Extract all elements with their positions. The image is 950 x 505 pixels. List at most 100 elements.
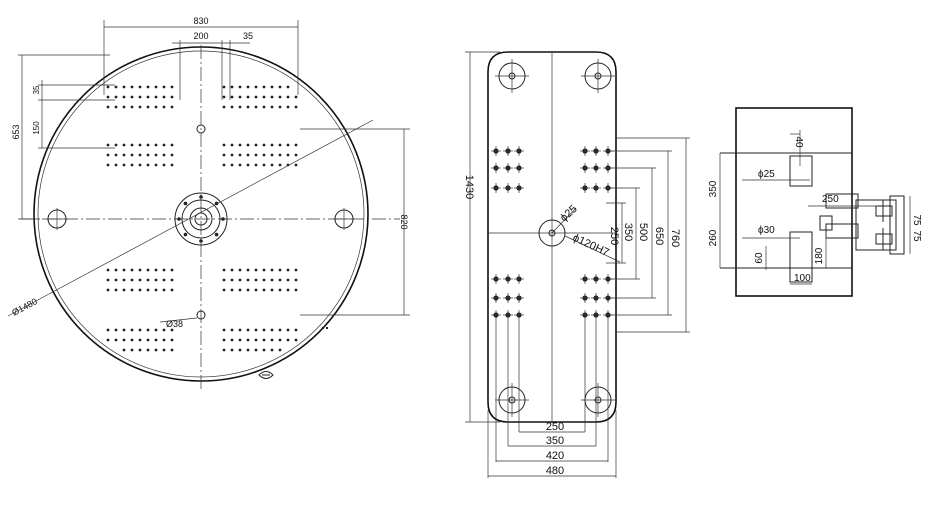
dim-350-v: 350 xyxy=(622,223,634,241)
tapped-hole xyxy=(262,105,266,109)
tapped-hole xyxy=(162,85,166,89)
tapped-hole xyxy=(154,268,158,272)
tapped-hole xyxy=(138,105,142,109)
tapped-hole xyxy=(278,278,282,282)
tapped-hole xyxy=(270,153,274,157)
tapped-hole xyxy=(154,338,158,342)
tapped-hole xyxy=(130,338,134,342)
tapped-hole xyxy=(130,268,134,272)
tapped-hole xyxy=(146,328,150,332)
tapped-hole xyxy=(238,95,242,99)
dim-820: 820 xyxy=(399,214,409,229)
tapped-hole-pattern xyxy=(106,85,298,352)
hub-bolt xyxy=(221,217,225,221)
tapped-hole xyxy=(170,95,174,99)
tapped-hole xyxy=(222,85,226,89)
tapped-hole xyxy=(146,95,150,99)
section-body xyxy=(735,107,853,297)
dim-35-top: 35 xyxy=(243,31,253,41)
tapped-hole xyxy=(222,105,226,109)
tapped-hole xyxy=(114,278,118,282)
tapped-hole xyxy=(246,95,250,99)
tapped-hole xyxy=(238,338,242,342)
tapped-hole xyxy=(114,85,118,89)
tapped-hole xyxy=(146,268,150,272)
tapped-hole xyxy=(254,348,258,352)
tapped-hole xyxy=(278,338,282,342)
tapped-hole xyxy=(106,338,110,342)
tapped-hole xyxy=(246,338,250,342)
dim-420: 420 xyxy=(546,450,564,462)
tapped-hole xyxy=(146,105,150,109)
tapped-hole xyxy=(154,348,158,352)
tapped-hole xyxy=(130,278,134,282)
tapped-hole xyxy=(106,268,110,272)
tapped-hole xyxy=(262,288,266,292)
tapped-hole xyxy=(262,278,266,282)
tapped-hole xyxy=(138,95,142,99)
tapped-hole xyxy=(230,85,234,89)
hub-bolt xyxy=(183,232,188,237)
tapped-hole xyxy=(222,163,226,167)
tapped-hole xyxy=(278,163,282,167)
middle-view-platen: 1430 ϕ25 ϕ120H7 760 650 500 350 xyxy=(463,51,690,478)
dim-830: 830 xyxy=(193,16,208,26)
tapped-hole xyxy=(138,348,142,352)
tapped-hole xyxy=(162,153,166,157)
tapped-hole xyxy=(146,288,150,292)
middle-dimensions: 1430 ϕ25 ϕ120H7 760 650 500 350 xyxy=(463,51,690,478)
tapped-hole xyxy=(278,105,282,109)
tapped-hole xyxy=(222,328,226,332)
tapped-hole xyxy=(246,268,250,272)
dim-35-left: 35 xyxy=(32,85,41,94)
tapped-hole xyxy=(154,163,158,167)
tapped-hole xyxy=(122,328,126,332)
tapped-hole xyxy=(146,85,150,89)
tapped-hole xyxy=(254,338,258,342)
dim-75-b: 75 xyxy=(911,230,922,242)
tapped-hole xyxy=(130,348,134,352)
tapped-hole xyxy=(122,288,126,292)
tapped-hole xyxy=(294,268,298,272)
tapped-hole xyxy=(162,163,166,167)
tapped-hole xyxy=(170,105,174,109)
left-view-platen: 830 200 35 653 35 150 820 xyxy=(7,16,410,390)
tapped-hole xyxy=(106,143,110,147)
tapped-hole xyxy=(170,288,174,292)
dim-150: 150 xyxy=(32,121,41,135)
tapped-hole xyxy=(230,288,234,292)
tapped-hole xyxy=(270,348,274,352)
tapped-hole xyxy=(114,338,118,342)
tapped-hole xyxy=(270,95,274,99)
tapped-hole xyxy=(162,268,166,272)
tapped-hole xyxy=(246,143,250,147)
tapped-hole xyxy=(254,95,258,99)
dim-phi25-r: ϕ25 xyxy=(758,169,775,180)
tapped-hole xyxy=(170,85,174,89)
tapped-hole xyxy=(246,328,250,332)
tapped-hole xyxy=(114,163,118,167)
tapped-hole xyxy=(106,278,110,282)
tapped-hole xyxy=(270,328,274,332)
tapped-hole xyxy=(230,105,234,109)
dim-1430: 1430 xyxy=(463,175,475,199)
tapped-hole xyxy=(154,143,158,147)
tapped-hole xyxy=(294,163,298,167)
tapped-hole xyxy=(238,278,242,282)
tapped-hole xyxy=(122,163,126,167)
dim-180: 180 xyxy=(814,247,825,264)
hub-bolt xyxy=(199,195,203,199)
tapped-hole xyxy=(106,328,110,332)
clamp-assembly xyxy=(819,193,905,255)
slot-upper xyxy=(789,155,813,187)
tapped-hole xyxy=(254,268,258,272)
tapped-hole xyxy=(122,153,126,157)
dim-250-r: 250 xyxy=(822,194,839,205)
tapped-hole xyxy=(138,268,142,272)
hub-bolt xyxy=(177,217,181,221)
tapped-hole xyxy=(122,85,126,89)
tapped-hole xyxy=(114,328,118,332)
tapped-hole xyxy=(254,85,258,89)
tapped-hole xyxy=(122,278,126,282)
tapped-hole xyxy=(138,143,142,147)
